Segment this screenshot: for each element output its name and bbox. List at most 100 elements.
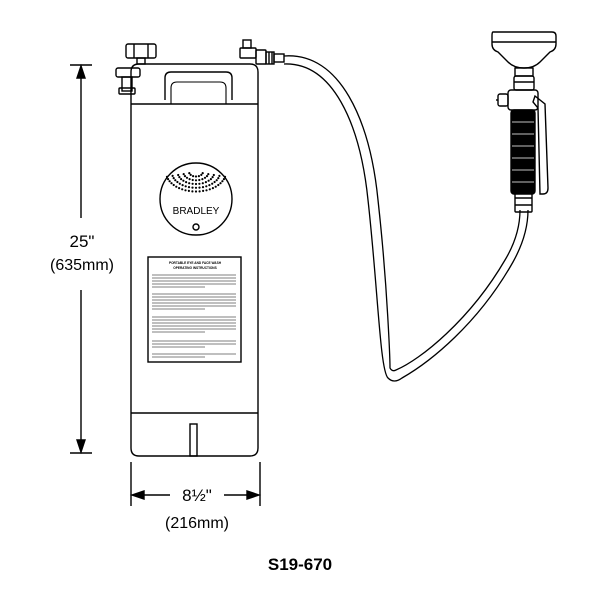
shower-dot	[188, 182, 191, 185]
shower-dot	[194, 175, 198, 178]
shower-dot	[222, 178, 225, 181]
model-number: S19-670	[268, 555, 332, 574]
shower-dot	[178, 176, 181, 179]
shower-dot	[209, 178, 212, 181]
shower-dot	[177, 173, 180, 177]
shower-dot	[178, 187, 181, 190]
height-dimension	[70, 63, 92, 455]
shower-dot	[215, 179, 218, 182]
badge-brand: BRADLEY	[173, 206, 220, 217]
shower-dot	[205, 185, 208, 188]
shower-dot	[223, 175, 227, 178]
pressure-gauge	[125, 43, 157, 65]
shower-dot	[198, 182, 201, 185]
shower-dot	[176, 180, 179, 184]
shower-dot	[185, 181, 188, 184]
width-dimension	[129, 462, 262, 506]
shower-dot	[175, 185, 178, 188]
shower-dot	[187, 186, 191, 189]
shower-dot	[205, 189, 208, 192]
shower-dot	[181, 188, 184, 191]
shower-dot	[172, 177, 175, 180]
instruction-body-lines	[152, 274, 236, 358]
carry-handle	[164, 71, 233, 104]
shower-dot	[208, 188, 211, 191]
shower-dot	[191, 178, 194, 182]
instructions-title-2: OPERATING INSTRUCTIONS	[173, 266, 217, 270]
shower-dot	[182, 173, 185, 176]
shower-dot	[171, 174, 174, 177]
shower-dot	[191, 182, 194, 185]
shower-dot	[191, 186, 194, 189]
shower-dot	[188, 172, 191, 175]
shower-dot	[182, 179, 185, 182]
shower-dot	[208, 184, 211, 187]
shower-dot	[207, 179, 210, 182]
shower-dot	[184, 189, 187, 192]
shower-dot	[201, 182, 204, 185]
shower-dot	[187, 189, 190, 192]
trigger-lever	[532, 94, 549, 195]
width-arrow-left	[129, 490, 145, 500]
shower-dot	[213, 180, 216, 184]
width-metric: (216mm)	[165, 515, 229, 532]
shower-dot	[172, 183, 175, 187]
shower-dot	[201, 186, 205, 189]
shower-dot	[198, 190, 201, 193]
shower-dot	[184, 185, 187, 188]
shower-dot	[180, 178, 183, 181]
instructions-title-1: PORTABLE EYE AND FACE WASH	[169, 261, 222, 265]
shower-dot	[221, 180, 224, 183]
spray-head	[491, 31, 557, 77]
height-metric: (635mm)	[50, 257, 114, 274]
shower-dot	[194, 179, 198, 182]
shower-dot	[218, 174, 221, 177]
shower-dot	[198, 186, 201, 189]
shower-dot	[205, 175, 209, 178]
hose	[283, 55, 529, 382]
shower-dot	[211, 176, 214, 179]
shower-dot	[202, 189, 205, 192]
shower-dot	[181, 184, 184, 187]
spray-handle	[496, 75, 549, 195]
sight-slot	[189, 423, 198, 457]
shower-dot	[197, 175, 200, 178]
shower-dot	[217, 177, 220, 180]
shower-dot	[219, 182, 222, 185]
shower-dot	[201, 178, 204, 181]
shower-dot	[178, 182, 181, 185]
shower-dot	[194, 190, 198, 193]
instruction-plate	[147, 256, 242, 363]
shower-dot	[200, 173, 203, 176]
shower-dot	[211, 187, 214, 190]
width-label: 8½"	[182, 486, 212, 505]
shower-dot	[183, 175, 187, 178]
height-label: 25"	[70, 232, 95, 251]
shower-dot	[217, 183, 220, 187]
shower-dot	[214, 185, 217, 188]
shower-dot	[167, 178, 170, 181]
shower-dot	[174, 179, 177, 182]
shower-dot	[189, 173, 192, 176]
shower-dot	[211, 182, 214, 185]
shower-dot	[194, 186, 198, 189]
height-arrow-bottom	[76, 439, 86, 455]
tank-body	[130, 63, 259, 457]
shower-dot	[212, 173, 215, 177]
shower-dot	[194, 182, 198, 186]
shower-dots	[165, 172, 227, 193]
shower-dot	[185, 176, 189, 179]
shower-dot	[198, 178, 201, 182]
height-arrow-top	[76, 63, 86, 79]
shower-dot	[165, 175, 169, 178]
shower-dot	[201, 172, 204, 175]
width-arrow-right	[246, 490, 262, 500]
hose-end-fitting	[514, 191, 533, 213]
shower-dot	[204, 181, 207, 184]
shower-dot	[207, 173, 210, 176]
fill-valve	[115, 67, 141, 95]
shower-dot	[191, 190, 194, 193]
bradley-badge	[159, 162, 233, 236]
shower-dot	[203, 176, 207, 179]
